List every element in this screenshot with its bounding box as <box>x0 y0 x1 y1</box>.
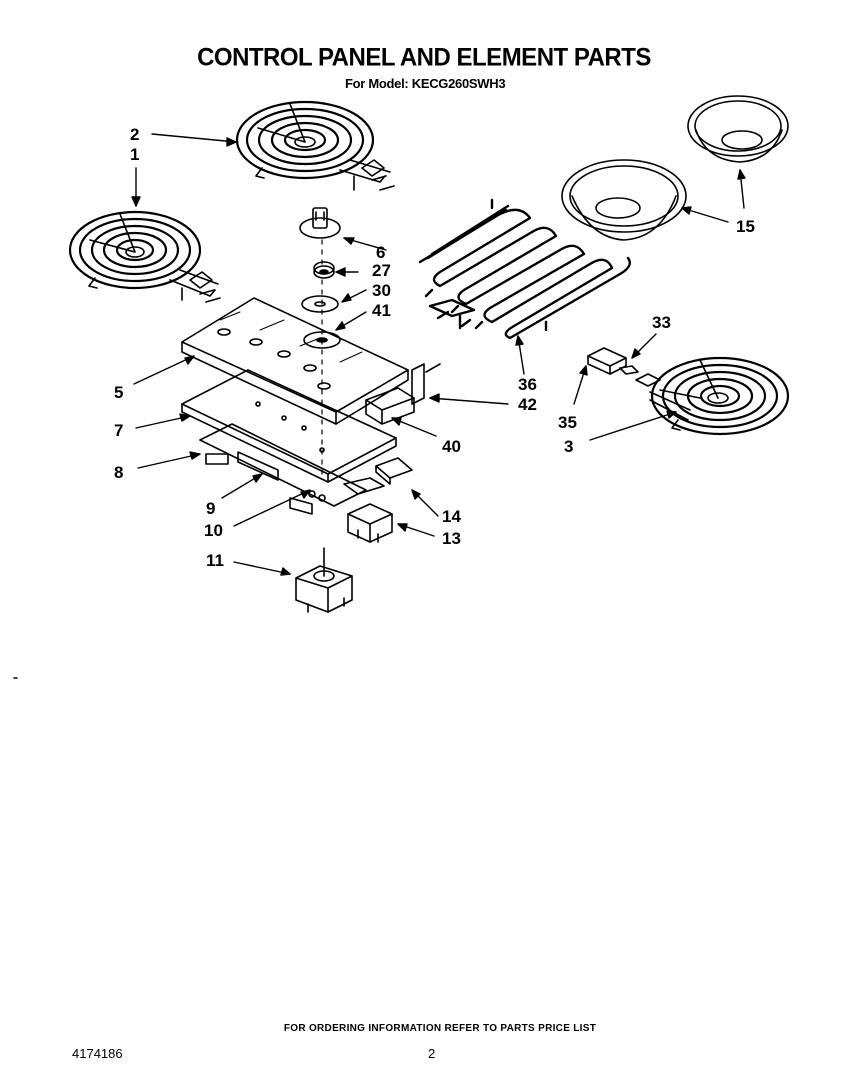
control-knob <box>299 207 341 239</box>
terminal-block-14 <box>343 457 413 495</box>
callout-14: 14 <box>442 507 461 526</box>
drip-bowl-small <box>687 95 789 163</box>
callout-36: 36 <box>518 375 537 394</box>
ordering-note: FOR ORDERING INFORMATION REFER TO PARTS … <box>283 1023 597 1034</box>
spring-27 <box>313 261 335 279</box>
page-number: 2 <box>428 1046 436 1061</box>
callout-8: 8 <box>114 463 124 482</box>
callout-1: 1 <box>130 145 140 164</box>
control-panel <box>181 297 409 425</box>
callout-5: 5 <box>114 383 124 402</box>
document-number: 4174186 <box>72 1046 123 1061</box>
bracket-42 <box>411 363 441 405</box>
callout-3: 3 <box>564 437 574 456</box>
leader-lines <box>131 133 746 576</box>
callout-35: 35 <box>558 413 577 432</box>
callout-7: 7 <box>114 421 124 440</box>
switch-board <box>199 423 367 515</box>
terminal-block-40 <box>365 387 415 425</box>
page-title: CONTROL PANEL AND ELEMENT PARTS <box>197 43 651 72</box>
callout-10: 10 <box>204 521 223 540</box>
callout-40: 40 <box>442 437 461 456</box>
callout-2: 2 <box>130 125 140 144</box>
callout-27: 27 <box>372 261 391 280</box>
callout-6: 6 <box>376 243 386 262</box>
drip-bowl-large <box>561 159 687 241</box>
backing-panel <box>181 369 397 483</box>
surface-element-1 <box>68 210 221 303</box>
callout-15: 15 <box>736 217 755 236</box>
callout-9: 9 <box>206 499 216 518</box>
surface-element-2 <box>235 100 395 191</box>
model-subtitle: For Model: KECG260SWH3 <box>345 76 506 91</box>
bake-element <box>418 198 631 340</box>
callout-42: 42 <box>518 395 537 414</box>
infinite-switch-13 <box>347 503 393 543</box>
callout-11: 11 <box>206 551 224 570</box>
surface-element-3 <box>635 356 790 436</box>
callout-33: 33 <box>652 313 671 332</box>
callout-30: 30 <box>372 281 391 300</box>
washer-30 <box>301 295 339 313</box>
callout-13: 13 <box>442 529 461 548</box>
receptacle-35 <box>587 347 639 375</box>
infinite-switch-11 <box>295 547 353 613</box>
callout-41: 41 <box>372 301 391 320</box>
